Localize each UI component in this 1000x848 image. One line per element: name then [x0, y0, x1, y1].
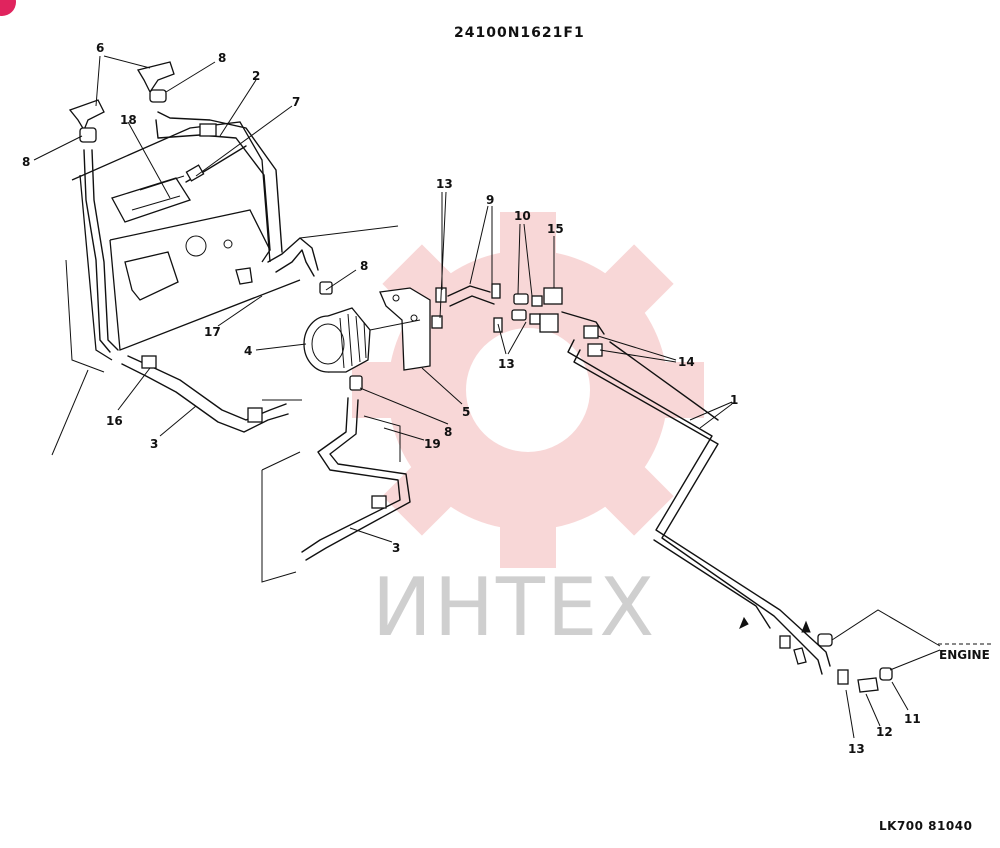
- engine-leader-lower: [889, 649, 941, 671]
- callout-8-mid: 8: [360, 259, 368, 273]
- callout-4: 4: [244, 344, 252, 358]
- cap-8-upper: [149, 89, 167, 103]
- callout-16: 16: [106, 414, 123, 428]
- tube-assembly-2: [83, 111, 283, 353]
- callout-15: 15: [547, 222, 564, 236]
- leader-lines: [33, 55, 909, 739]
- callout-18: 18: [120, 113, 137, 127]
- callout-12: 12: [876, 725, 893, 739]
- engine-fitting-upper: [779, 633, 833, 665]
- callout-3-lower: 3: [392, 541, 400, 555]
- leader-19: [363, 415, 401, 462]
- watermark-gear: [352, 212, 704, 568]
- hose-clamp-2: [199, 123, 217, 137]
- hose-7: [185, 145, 247, 183]
- engine-leader-upper: [831, 609, 941, 647]
- heater-core-4: [303, 307, 371, 373]
- callout-17: 17: [204, 325, 221, 339]
- callout-10: 10: [514, 209, 531, 223]
- callout-13-mid: 13: [498, 357, 515, 371]
- dashboard-panel: [51, 121, 301, 456]
- callout-8-left: 8: [22, 155, 30, 169]
- fitting-8-lower: [349, 375, 363, 391]
- fittings-10: [511, 293, 543, 325]
- callout-19: 19: [424, 437, 441, 451]
- callout-6: 6: [96, 41, 104, 55]
- engine-fitting-lower: [837, 667, 893, 693]
- bracket-5: [369, 287, 431, 371]
- callout-5: 5: [462, 405, 470, 419]
- flow-arrow-2: [801, 620, 811, 633]
- valve-15: [539, 287, 605, 335]
- callout-13-bottom: 13: [848, 742, 865, 756]
- hose-frame: [261, 399, 302, 583]
- cap-8-left: [79, 127, 97, 143]
- callout-14: 14: [678, 355, 695, 369]
- part-number-title: 24100N1621F1: [454, 25, 585, 41]
- drawing-code: LK700 81040: [879, 819, 972, 833]
- knob-6-upper: [136, 61, 175, 94]
- hose-9: [447, 285, 495, 307]
- callout-1: 1: [730, 393, 738, 407]
- engine-label: ENGINE: [939, 648, 990, 662]
- callout-8-lower: 8: [444, 425, 452, 439]
- hose-17: [267, 225, 399, 277]
- callout-3-left: 3: [150, 437, 158, 451]
- callout-13-top: 13: [436, 177, 453, 191]
- clamp-14: [583, 325, 603, 357]
- hose-3-left: [121, 355, 289, 433]
- hose-3-lower: [301, 397, 411, 561]
- callout-9: 9: [486, 193, 494, 207]
- callout-2: 2: [252, 69, 260, 83]
- callout-11: 11: [904, 712, 921, 726]
- tube-assembly-1: [567, 339, 831, 675]
- fitting-8-mid: [319, 281, 333, 295]
- flow-arrow-1: [739, 616, 749, 630]
- callout-7: 7: [292, 95, 300, 109]
- watermark-text: ИНТЕХ: [372, 561, 656, 654]
- callout-8-top: 8: [218, 51, 226, 65]
- knob-6-lower: [68, 99, 105, 132]
